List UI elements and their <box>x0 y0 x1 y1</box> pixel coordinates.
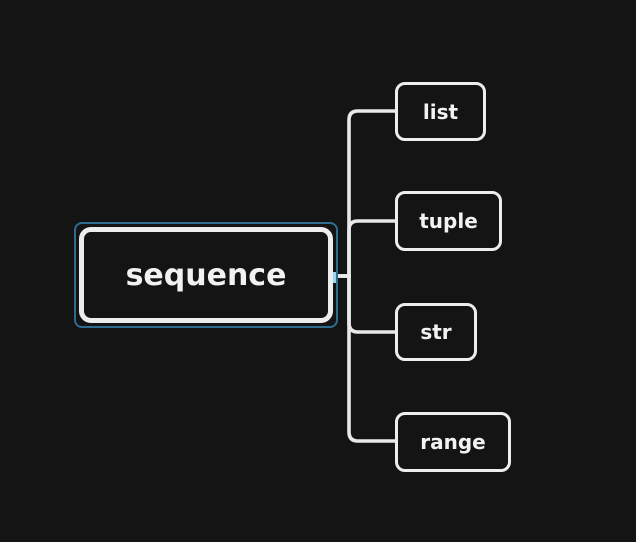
connector-sequence-list <box>335 109 399 278</box>
node-range[interactable]: range <box>395 412 511 472</box>
connector-sequence-tuple <box>335 219 399 278</box>
node-sequence[interactable]: sequence <box>79 227 333 323</box>
node-sequence-selection[interactable]: sequence <box>74 222 338 328</box>
node-list-label: list <box>422 99 459 124</box>
node-list[interactable]: list <box>395 82 486 141</box>
node-tuple-label: tuple <box>419 209 478 233</box>
connector-sequence-str <box>335 274 399 334</box>
connector-sequence-range <box>335 274 399 443</box>
node-sequence-label: sequence <box>125 257 287 293</box>
connector-anchor-handle[interactable] <box>333 272 336 283</box>
node-tuple[interactable]: tuple <box>395 191 502 251</box>
node-str[interactable]: str <box>395 303 477 361</box>
node-str-label: str <box>420 320 452 344</box>
node-range-label: range <box>420 430 486 454</box>
